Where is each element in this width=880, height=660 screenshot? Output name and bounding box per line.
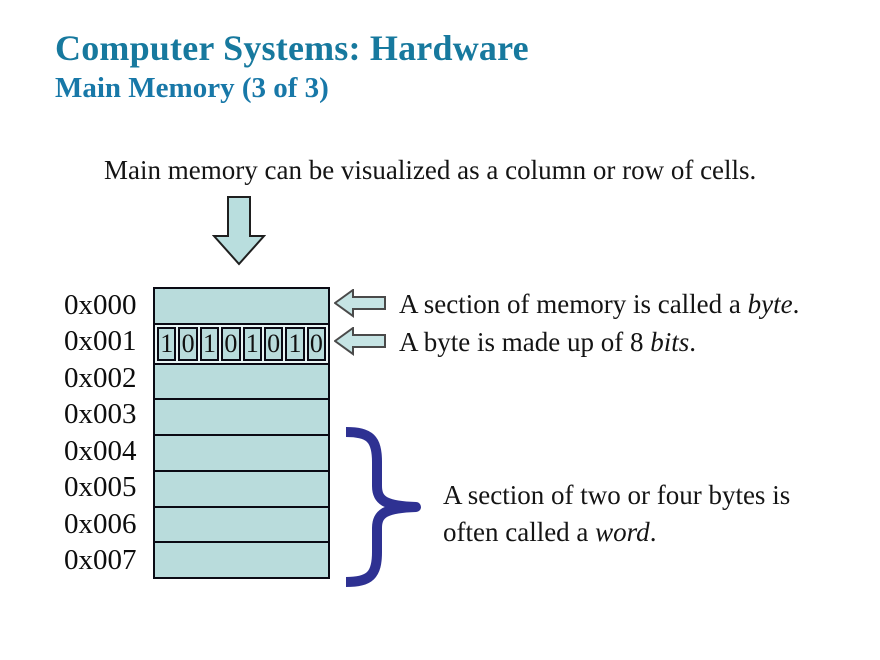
address-label: 0x000 xyxy=(64,288,137,321)
address-label: 0x004 xyxy=(64,434,137,467)
bits-annotation-text: A byte is made up of 8 xyxy=(399,327,651,357)
memory-row xyxy=(155,400,328,436)
bits-annotation-suffix: . xyxy=(689,327,696,357)
word-brace-icon xyxy=(345,427,421,587)
memory-row-bits: 1 0 1 0 1 0 1 0 xyxy=(155,324,328,365)
slide-header: Computer Systems: Hardware Main Memory (… xyxy=(55,26,529,106)
word-annotation-italic: word xyxy=(595,517,650,547)
memory-row xyxy=(155,289,328,325)
bit-cell: 1 xyxy=(157,326,177,361)
memory-row xyxy=(155,436,328,472)
bits-annotation: A byte is made up of 8 bits. xyxy=(399,327,696,358)
bit-cell: 1 xyxy=(242,326,262,361)
bit-cell: 1 xyxy=(199,326,220,361)
byte-annotation-italic: byte xyxy=(747,289,793,319)
left-arrow-byte-icon xyxy=(334,289,386,318)
address-label: 0x003 xyxy=(64,398,137,431)
address-column: 0x000 0x001 0x002 0x003 0x004 0x005 0x00… xyxy=(64,287,137,579)
slide-subtitle: Main Memory (3 of 3) xyxy=(55,72,329,104)
address-label: 0x002 xyxy=(64,361,137,394)
word-annotation-suffix: . xyxy=(649,517,657,547)
address-label: 0x005 xyxy=(64,471,137,504)
word-annotation: A section of two or four bytes is often … xyxy=(443,477,790,551)
memory-row xyxy=(155,365,328,401)
byte-annotation-suffix: . xyxy=(792,289,800,319)
bit-cell: 0 xyxy=(178,326,198,361)
address-label: 0x001 xyxy=(64,325,137,358)
bit-cell: 1 xyxy=(285,326,305,361)
intro-text: Main memory can be visualized as a colum… xyxy=(104,155,757,185)
bit-cell: 0 xyxy=(263,326,284,361)
memory-row xyxy=(155,472,328,508)
memory-row xyxy=(155,508,328,544)
slide-title: Computer Systems: Hardware xyxy=(55,28,529,68)
memory-row xyxy=(155,543,328,577)
address-label: 0x007 xyxy=(64,544,137,577)
bits-annotation-italic: bits xyxy=(650,327,690,357)
byte-annotation: A section of memory is called a byte. xyxy=(399,289,799,320)
word-annotation-line2-text: often called a xyxy=(443,517,596,547)
address-label: 0x006 xyxy=(64,507,137,540)
down-arrow-icon xyxy=(212,196,266,266)
byte-annotation-text: A section of memory is called a xyxy=(399,289,748,319)
bit-cell: 0 xyxy=(306,326,326,361)
bit-cell: 0 xyxy=(221,326,241,361)
word-annotation-line1: A section of two or four bytes is xyxy=(443,480,791,510)
left-arrow-bits-icon xyxy=(334,327,386,356)
word-annotation-line2: often called a word. xyxy=(443,514,790,551)
memory-table: 1 0 1 0 1 0 1 0 xyxy=(153,287,330,579)
